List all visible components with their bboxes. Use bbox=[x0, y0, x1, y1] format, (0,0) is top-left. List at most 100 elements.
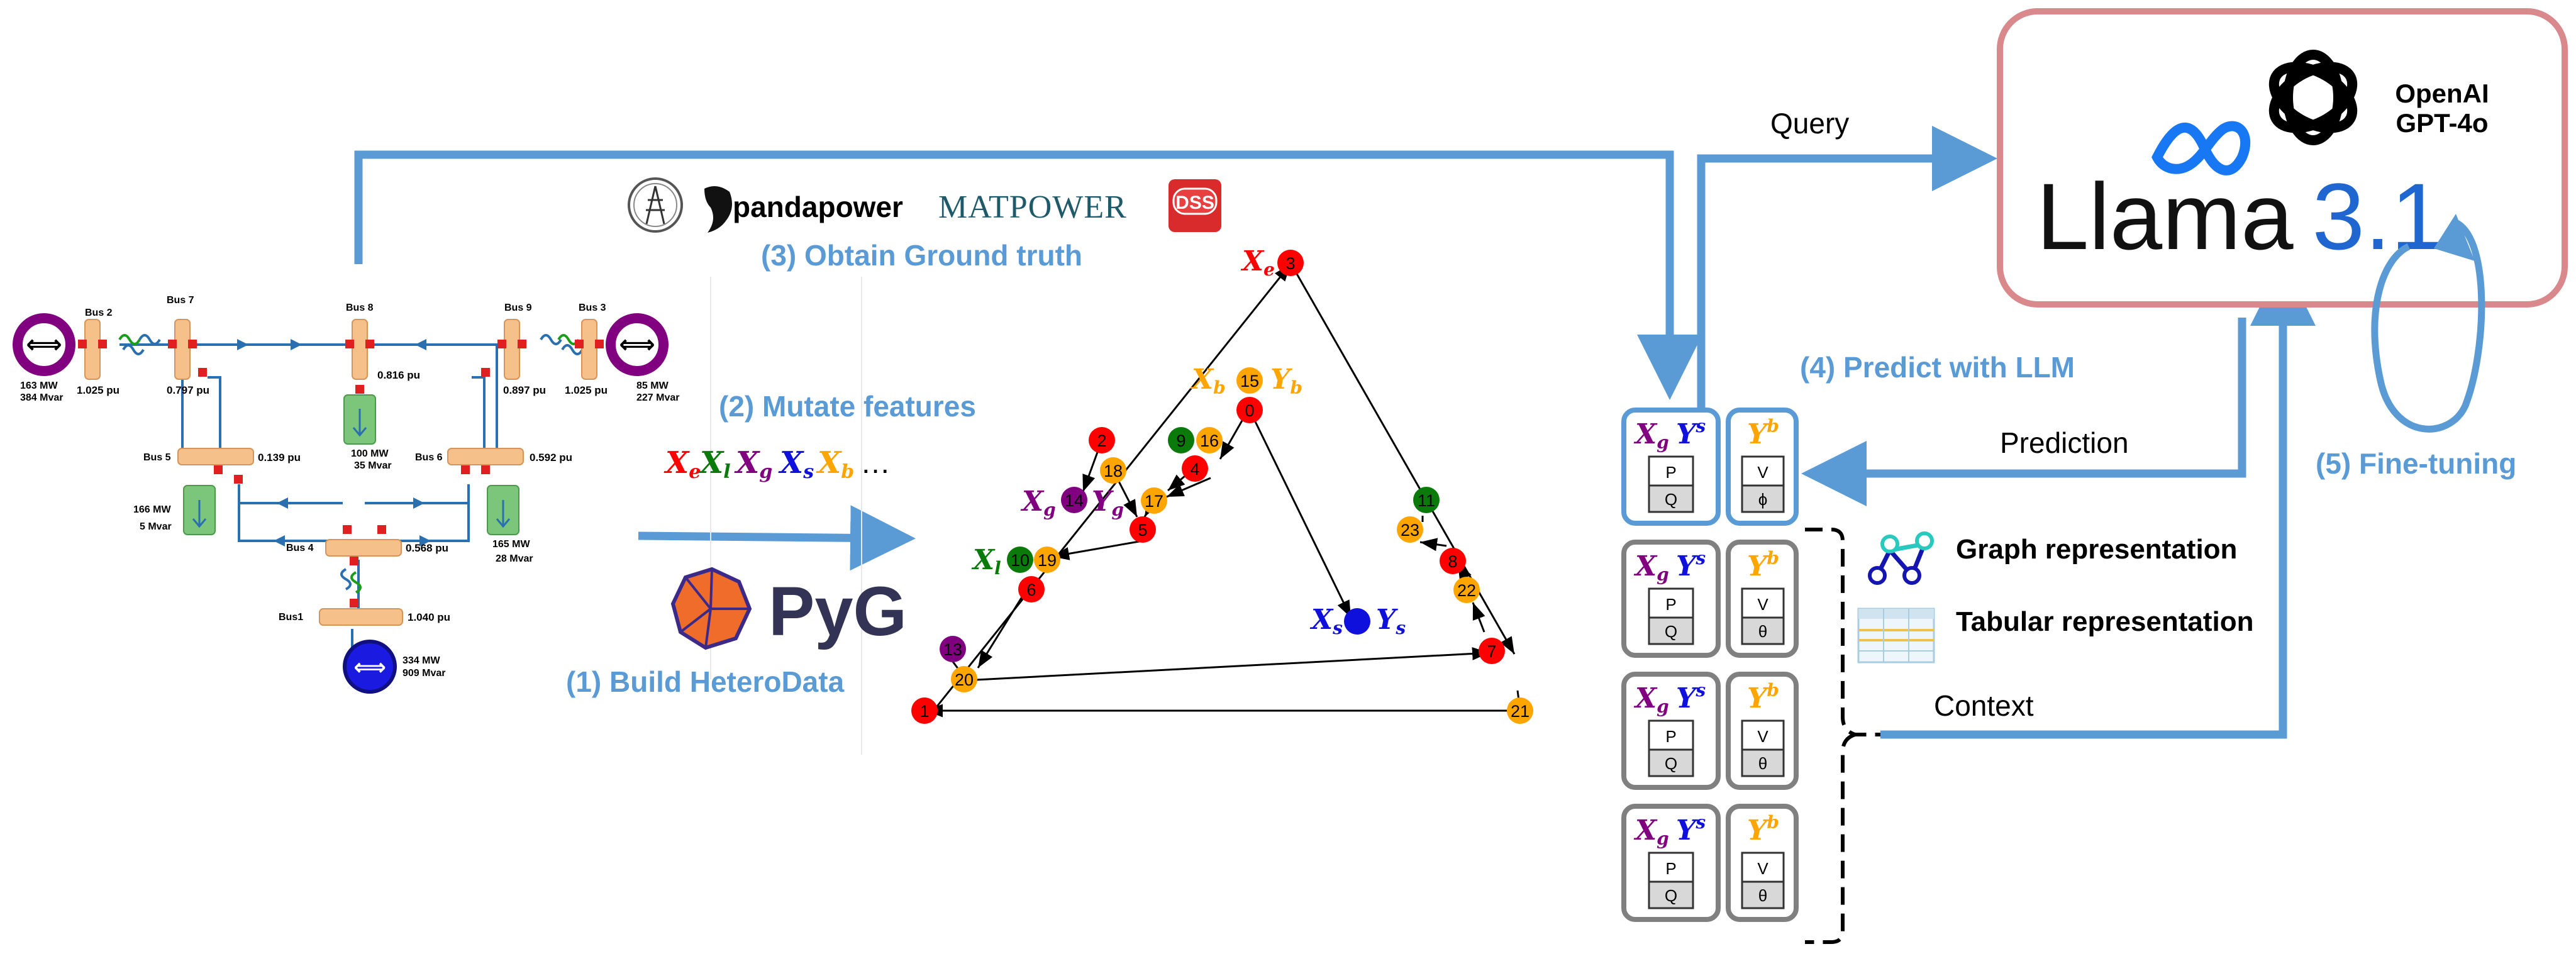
svg-text:V: V bbox=[1757, 859, 1768, 878]
graph-node-5: 5 bbox=[1130, 516, 1156, 543]
graph-node-16: 16 bbox=[1196, 427, 1223, 453]
step-ground-truth: (3) Obtain Ground truth bbox=[761, 239, 1082, 272]
svg-text:Q: Q bbox=[1665, 886, 1677, 905]
pyg-logo: PyG bbox=[670, 567, 907, 650]
bus4-label: Bus 4 bbox=[286, 543, 314, 553]
svg-text:2: 2 bbox=[1097, 431, 1106, 450]
bus2-bar bbox=[84, 319, 101, 380]
svg-text:Xg: Xg bbox=[1633, 550, 1669, 585]
bus7-label: Bus 7 bbox=[167, 295, 194, 306]
feature-xs: Xs bbox=[778, 445, 814, 483]
graph-node-6: 6 bbox=[1018, 576, 1045, 602]
load-bus5-mvar: 5 Mvar bbox=[140, 521, 172, 532]
meta-infinity-icon bbox=[2151, 121, 2251, 175]
pandapower-text-a: panda bbox=[733, 191, 818, 223]
graph-node-7: 7 bbox=[1479, 638, 1505, 664]
hetero-graph: 3 0 15 16 9 2 18 14 1 7 4 5 10 19 6 13 20… bbox=[911, 245, 1533, 724]
svg-text:θ: θ bbox=[1758, 886, 1767, 905]
bus2-pu: 1.025 pu bbox=[77, 384, 119, 396]
svg-text:12: 12 bbox=[1348, 613, 1367, 631]
bus2-label: Bus 2 bbox=[85, 308, 113, 318]
graph-node-1: 1 bbox=[911, 697, 938, 724]
svg-text:θ: θ bbox=[1758, 622, 1767, 641]
card-context-2: Xg Ys Yb P Q V θ bbox=[1621, 672, 1799, 790]
openai-icon bbox=[2268, 50, 2358, 145]
gen-right-mw: 85 MW bbox=[636, 380, 669, 391]
feature-symbols: Xe Xl Xg Xs Xb … bbox=[663, 445, 891, 483]
bus8-bar bbox=[352, 319, 368, 380]
svg-text:pandapower: pandapower bbox=[733, 191, 903, 223]
svg-text:0: 0 bbox=[1245, 401, 1254, 420]
feature-xb: Xb bbox=[816, 445, 854, 483]
svg-text:Yb: Yb bbox=[1747, 416, 1779, 450]
graph-representation-label: Graph representation bbox=[1956, 534, 2237, 565]
svg-text:P: P bbox=[1665, 859, 1676, 878]
svg-text:Ys: Ys bbox=[1676, 548, 1706, 582]
load-bus6-mvar: 28 Mvar bbox=[496, 553, 533, 564]
graph-node-10: 10 bbox=[1007, 547, 1033, 573]
query-label: Query bbox=[1770, 107, 1849, 140]
graph-label-yg: Yg bbox=[1092, 486, 1124, 520]
graph-node-13: 13 bbox=[940, 636, 966, 662]
svg-text:P: P bbox=[1665, 463, 1676, 482]
step-mutate: (2) Mutate features bbox=[719, 390, 976, 423]
bus9-bar bbox=[504, 319, 520, 380]
svg-text:6: 6 bbox=[1026, 580, 1036, 599]
svg-text:18: 18 bbox=[1104, 462, 1123, 480]
graph-node-19: 19 bbox=[1034, 547, 1060, 573]
svg-text:⟺: ⟺ bbox=[26, 331, 62, 358]
data-cards: Xg Ys Yb P Q V ϕ Xg Ys Yb P Q V θ bbox=[1621, 408, 1799, 922]
gen-left-mw: 163 MW bbox=[20, 380, 58, 391]
svg-text:⟺: ⟺ bbox=[353, 654, 386, 680]
card-context-3: Xg Ys Yb P Q V θ bbox=[1621, 804, 1799, 922]
step-predict: (4) Predict with LLM bbox=[1800, 351, 2075, 384]
svg-text:22: 22 bbox=[1457, 581, 1476, 600]
feature-xe: Xe bbox=[663, 445, 701, 483]
svg-text:14: 14 bbox=[1065, 491, 1084, 510]
svg-text:V: V bbox=[1757, 727, 1768, 746]
svg-text:ϕ: ϕ bbox=[1758, 490, 1768, 509]
bus6-label: Bus 6 bbox=[415, 452, 443, 463]
context-brace bbox=[1805, 528, 1880, 944]
bus7-bar bbox=[174, 319, 191, 380]
prediction-label: Prediction bbox=[2000, 426, 2129, 459]
graph-node-23: 23 bbox=[1397, 516, 1423, 543]
dss-text: DSS bbox=[1175, 192, 1214, 213]
bus5-pu: 0.139 pu bbox=[258, 452, 301, 464]
step-finetune: (5) Fine-tuning bbox=[2316, 447, 2516, 480]
svg-text:8: 8 bbox=[1448, 552, 1457, 571]
bus9-pu: 0.897 pu bbox=[503, 384, 546, 396]
feature-xg: Xg bbox=[734, 445, 772, 483]
graph-node-11: 11 bbox=[1413, 487, 1440, 513]
pandapower-text-b: power bbox=[818, 191, 903, 223]
svg-text:19: 19 bbox=[1038, 551, 1057, 570]
bus4-pu: 0.568 pu bbox=[406, 542, 448, 554]
bus3-pu: 1.025 pu bbox=[565, 384, 608, 396]
bus6-bar bbox=[447, 448, 524, 465]
gen-bottom-mvar: 909 Mvar bbox=[402, 668, 446, 679]
svg-text:4: 4 bbox=[1190, 460, 1199, 479]
graph-node-9: 9 bbox=[1168, 427, 1194, 453]
svg-text:5: 5 bbox=[1138, 521, 1147, 540]
svg-text:15: 15 bbox=[1240, 372, 1259, 391]
svg-text:P: P bbox=[1665, 595, 1676, 614]
query-arrow-long bbox=[354, 150, 1702, 400]
card-context-1: Xg Ys Yb P Q V θ bbox=[1621, 540, 1799, 658]
bus3-bar bbox=[581, 319, 597, 380]
graph-node-20: 20 bbox=[951, 666, 977, 692]
graph-label-xg: Xg bbox=[1020, 486, 1056, 520]
graph-label-yb: Yb bbox=[1270, 364, 1302, 398]
bus8-pu: 0.816 pu bbox=[377, 369, 420, 381]
simulator-logos: pandapower MATPOWER DSS bbox=[628, 177, 1221, 233]
svg-text:1: 1 bbox=[919, 702, 929, 721]
finetune-loop bbox=[2371, 214, 2485, 433]
generator-left: ⟺ bbox=[13, 313, 75, 376]
feature-ellipsis: … bbox=[860, 447, 891, 480]
graph-node-3: 3 bbox=[1277, 250, 1304, 276]
gen-bottom-mw: 334 MW bbox=[402, 655, 440, 666]
power-system-schematic: ⟺ ⟺ ⟺ bbox=[13, 295, 680, 694]
svg-text:13: 13 bbox=[943, 640, 962, 659]
svg-text:20: 20 bbox=[955, 670, 974, 689]
svg-text:9: 9 bbox=[1176, 431, 1185, 450]
